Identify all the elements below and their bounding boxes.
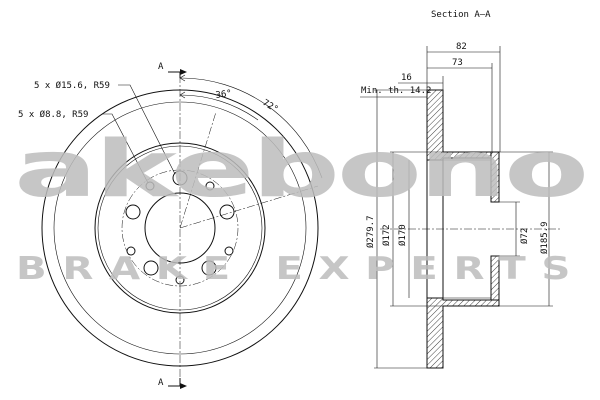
angle-arc-36: [179, 94, 259, 121]
large-hole-callout: 5 x Ø15.6, R59: [34, 80, 110, 91]
small-hole: [224, 246, 234, 256]
angle-label-36: 36°: [215, 89, 232, 101]
section-marker-top: A: [158, 62, 164, 72]
watermark-tagline: BRAKE EXPERTS: [16, 251, 586, 287]
small-holes: [126, 181, 234, 285]
section-marker-bottom: A: [158, 378, 164, 388]
dim-hat-inner-dia: Ø170: [397, 224, 408, 246]
small-hole: [205, 181, 215, 191]
section-arrowhead-top: [180, 69, 187, 75]
section-title: Section A–A: [431, 10, 491, 20]
friction-ring-inner-circle: [53, 101, 307, 355]
dim-outer-dia: Ø279.7: [365, 215, 376, 248]
bolt-hole: [219, 204, 235, 220]
arc-arrow: [179, 91, 186, 99]
dim-16: 16: [401, 73, 412, 83]
small-hole-leader: [102, 113, 149, 184]
bolt-hole: [143, 260, 159, 276]
small-hole: [145, 181, 155, 191]
section-ring-bottom: [426, 297, 500, 369]
dim-min-thickness: Min. th. 14.2: [361, 86, 431, 96]
dim-82: 82: [456, 42, 467, 52]
diag-center-line: [179, 111, 217, 229]
small-hole: [126, 246, 136, 256]
angle-arc-72: [179, 77, 323, 179]
watermark: akebono BRAKE EXPERTS: [14, 125, 588, 287]
dim-73: 73: [452, 58, 463, 68]
dim-hat-outer-dia: Ø172: [381, 224, 392, 246]
section-arrowhead-bottom: [180, 383, 187, 389]
diag-center-line-2: [179, 185, 319, 229]
dim-bolt-circle-dia: Ø185.9: [539, 221, 550, 254]
small-hole-callout: 5 x Ø8.8, R59: [18, 109, 88, 120]
section-view: Section A–A 82 73 16 Min. th. 14.2 Ø279.…: [360, 10, 560, 369]
watermark-brand: akebono: [14, 125, 586, 215]
front-view: 36° 72° A A 5 x Ø15.6, R59 5 x Ø8.8, R59: [18, 62, 323, 389]
large-hole-leader: [118, 84, 176, 175]
bolt-hole: [125, 204, 141, 220]
bolt-hole: [201, 260, 217, 276]
dim-center-bore: Ø72: [519, 228, 530, 244]
